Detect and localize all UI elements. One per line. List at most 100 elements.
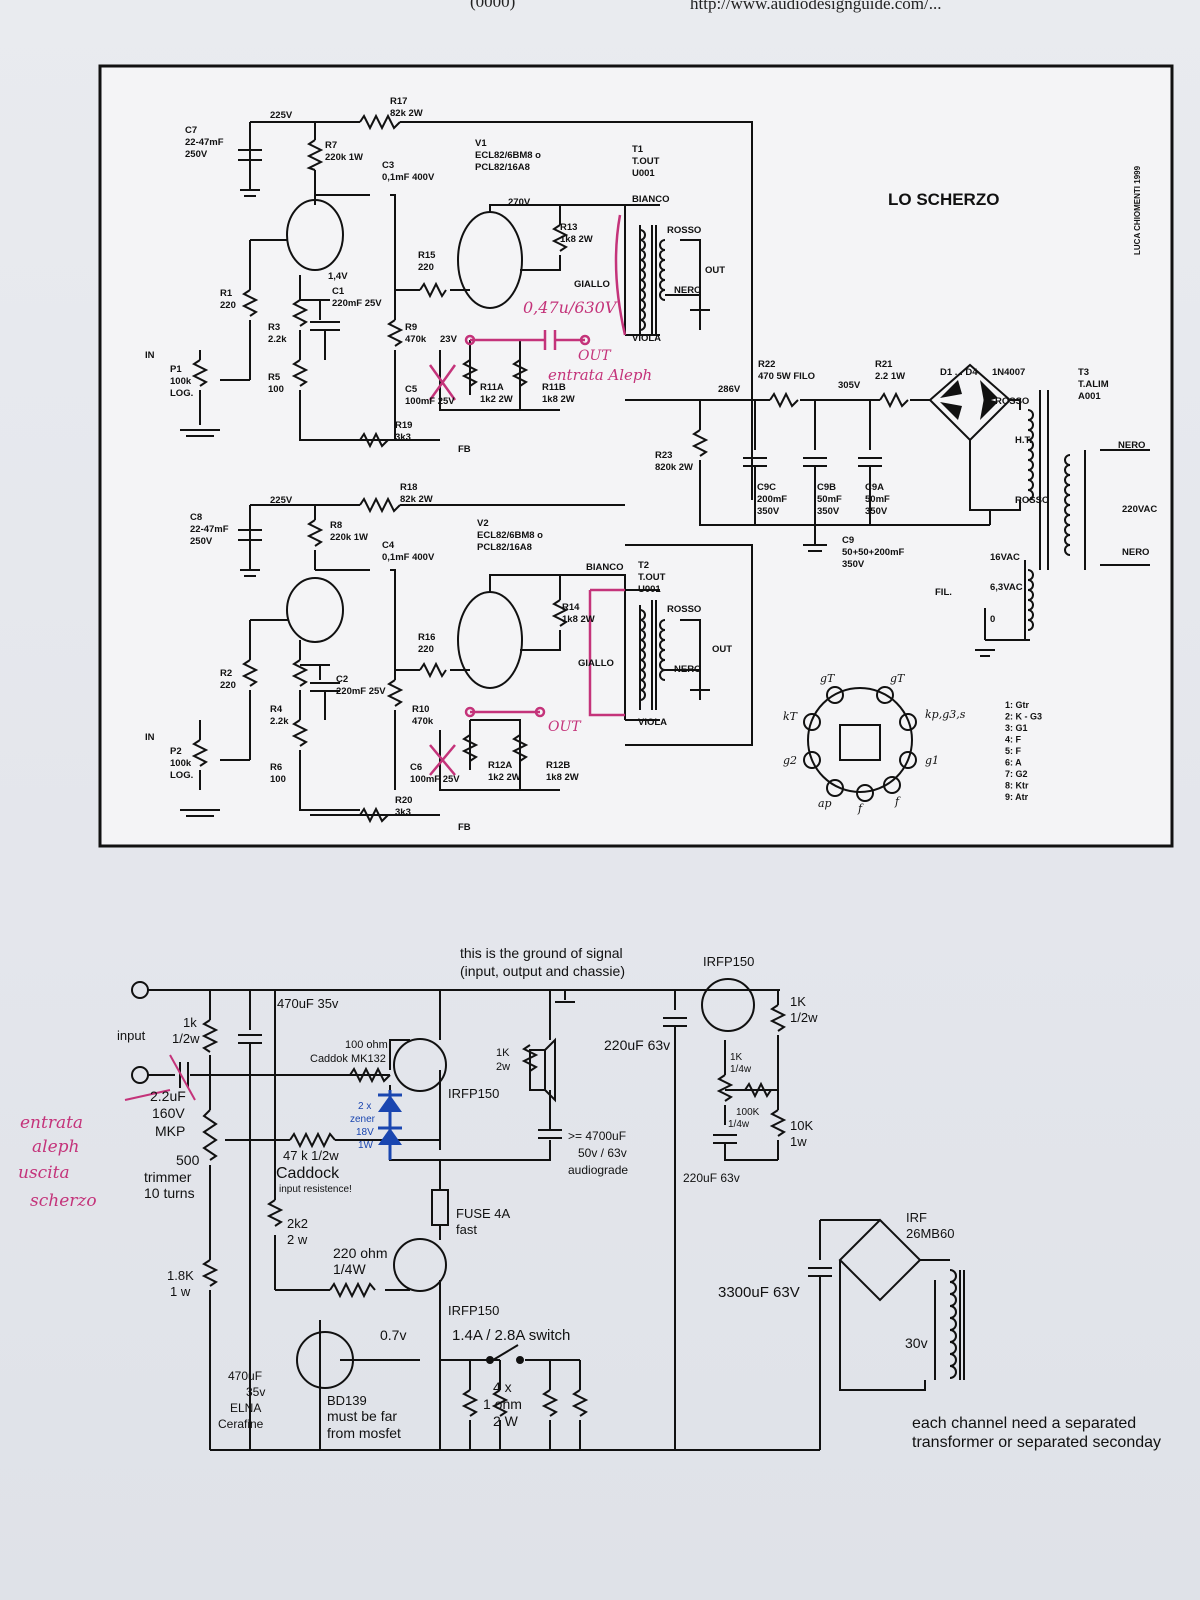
label-rosso2: ROSSO	[667, 604, 701, 615]
label-r10v: 470k	[412, 716, 434, 727]
label-out1: OUT	[705, 265, 725, 276]
label-t2b: U001	[638, 584, 661, 595]
label-viola2: VIOLA	[638, 717, 667, 728]
label-r12a: R12A	[488, 760, 512, 771]
label-each2: transformer or separated seconday	[912, 1434, 1161, 1451]
label-p1w: LOG.	[170, 388, 193, 399]
label-giallo1: GIALLO	[574, 279, 610, 290]
label-r1kcw: 1/4w	[730, 1064, 752, 1075]
label-c9av: 50mF	[865, 494, 890, 505]
label-pin-legend-5: 5: F	[1005, 746, 1022, 756]
label-r15v: 220	[418, 262, 434, 273]
label-r17: R17	[390, 96, 407, 107]
label-c2: C2	[336, 674, 348, 685]
label-r12bv: 1k8 2W	[546, 772, 579, 783]
label-pin-legend-6: 6: A	[1005, 758, 1022, 768]
label-c9b: C9B	[817, 482, 836, 493]
label-c6: C6	[410, 762, 422, 773]
label-r1kc: 1K	[730, 1052, 743, 1063]
label-hand-hw4: scherzo	[30, 1191, 97, 1211]
label-c470b: 470uF	[228, 1369, 262, 1383]
label-c220b: 220uF 63v	[683, 1171, 740, 1185]
label-c5v: 100mF 25V	[405, 396, 455, 407]
label-c7: C7	[185, 125, 197, 136]
label-r1kw: 1/2w	[172, 1031, 200, 1046]
lower-wires	[131, 978, 965, 1451]
label-giallo2: GIALLO	[578, 658, 614, 669]
label-r22: R22	[758, 359, 775, 370]
label-c5: C5	[405, 384, 418, 395]
label-fb1: FB	[458, 444, 471, 455]
label-v16: 16VAC	[990, 552, 1020, 563]
label-rosso1: ROSSO	[667, 225, 701, 236]
label-c470bv: 35v	[246, 1385, 265, 1399]
label-r11b: R11B	[542, 382, 566, 393]
label-p1v: 100k	[170, 376, 192, 387]
label-r9: R9	[405, 322, 417, 333]
label-c7v: 22-47mF	[185, 137, 224, 148]
label-r6: R6	[270, 762, 282, 773]
label-cerafine: Cerafine	[218, 1417, 264, 1431]
label-r20v: 3k3	[395, 807, 411, 818]
label-bianco1: BIANCO	[632, 194, 669, 205]
label-p2: P2	[170, 746, 182, 757]
label-r14: R14	[562, 602, 580, 613]
label-c4700: >= 4700uF	[568, 1129, 626, 1143]
label-pin-legend-7: 7: G2	[1005, 769, 1028, 779]
label-c8v: 22-47mF	[190, 524, 229, 535]
label-pin-legend-9: 9: Atr	[1005, 792, 1029, 802]
label-r2: R2	[220, 668, 232, 679]
label-r10kw: 1w	[790, 1134, 807, 1149]
label-v23: 23V	[440, 334, 458, 345]
header-url: http://www.audiodesignguide.com/...	[690, 0, 942, 13]
label-tube-pin-p2: gT	[890, 672, 906, 685]
label-bd: BD139	[327, 1393, 367, 1408]
label-cadd: Caddock	[276, 1165, 340, 1182]
label-spk1k: 1K	[496, 1047, 510, 1059]
label-r23: R23	[655, 450, 672, 461]
label-fb2: FB	[458, 822, 471, 833]
label-t2: T2	[638, 560, 649, 571]
label-c4: C4	[382, 540, 395, 551]
label-r100: 100 ohm	[345, 1039, 388, 1051]
label-zen1: 2 x	[358, 1101, 371, 1112]
label-t1: T1	[632, 144, 644, 155]
label-c9aw: 350V	[865, 506, 888, 517]
label-bd2: must be far	[327, 1408, 397, 1424]
label-hand-h1: 0,47u/630V	[523, 298, 618, 317]
label-r2k2: 2k2	[287, 1216, 308, 1231]
label-r10: R10	[412, 704, 429, 715]
label-v286: 286V	[718, 384, 741, 395]
label-t2a: T.OUT	[638, 572, 666, 583]
label-gnd2: (input, output and chassie)	[460, 963, 625, 979]
label-zen2: zener	[350, 1114, 376, 1125]
label-zen3: 18V	[356, 1127, 374, 1138]
label-c9w: 350V	[842, 559, 865, 570]
label-zen4: 1W	[358, 1140, 374, 1151]
label-r2v: 220	[220, 680, 236, 691]
label-c2v: 220mF 25V	[336, 686, 386, 697]
label-r3v: 2.2k	[268, 334, 287, 345]
label-r4v: 2.2k	[270, 716, 289, 727]
label-nero4: NERO	[1122, 547, 1149, 558]
label-pin-legend-8: 8: Ktr	[1005, 781, 1029, 791]
label-p2v: 100k	[170, 758, 192, 769]
label-r8: R8	[330, 520, 342, 531]
label-input: input	[117, 1028, 146, 1043]
label-r1k: 1k	[183, 1015, 197, 1030]
label-t1b: U001	[632, 168, 655, 179]
label-out2: OUT	[712, 644, 732, 655]
label-v270: 270V	[508, 197, 531, 208]
label-nero2: NERO	[674, 664, 701, 675]
label-r18k: 1.8K	[167, 1268, 194, 1283]
label-spk2w: 2w	[496, 1061, 510, 1073]
label-tube-pin-p8: f	[857, 802, 864, 815]
label-v2a: ECL82/6BM8 o	[477, 530, 543, 541]
header-fragment: (0000)	[470, 0, 516, 11]
label-tube-pin-p7: ap	[818, 797, 832, 810]
label-t3b: A001	[1078, 391, 1101, 402]
label-v14: 1,4V	[328, 271, 348, 282]
label-irfp3: IRFP150	[448, 1303, 499, 1318]
label-r11av: 1k2 2W	[480, 394, 513, 405]
